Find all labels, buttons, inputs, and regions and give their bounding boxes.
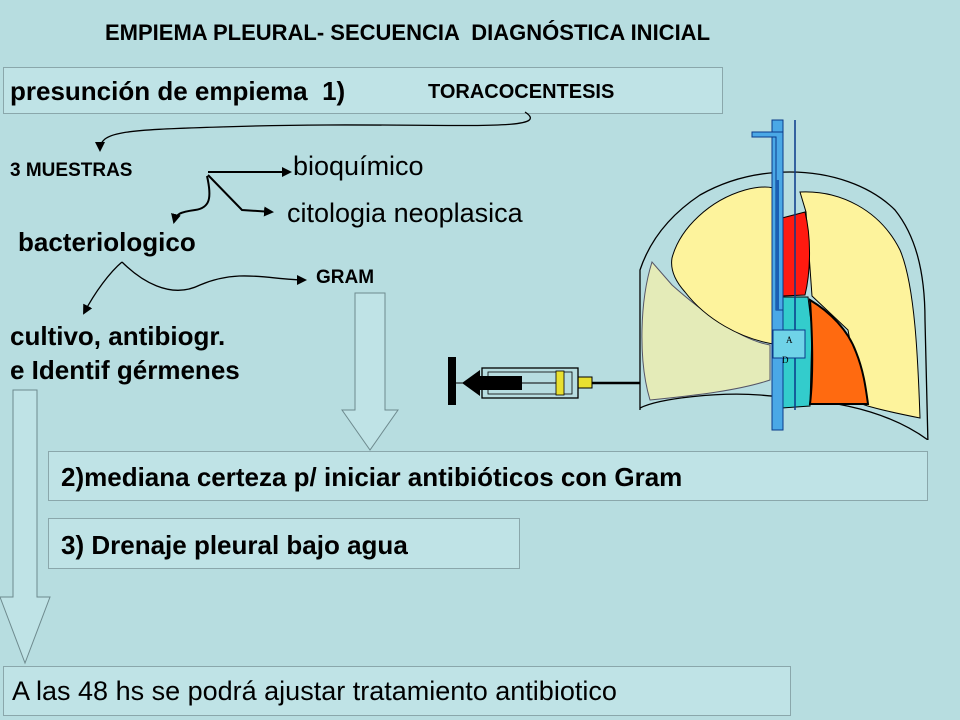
heart-orange [808,298,870,405]
step2-label: 2)mediana certeza p/ iniciar antibiótico… [61,462,683,492]
arrow-to-bacteriologico [171,175,211,224]
cultivo-line2: e Identif gérmenes [10,355,240,385]
right-lung [799,191,921,419]
ad-label-box [772,329,806,359]
syringe-direction-arrow [462,370,522,396]
ad-label-line1: A [786,335,793,345]
syringe-plunger-handle [448,357,456,405]
step1-label: TORACOCENTESIS [428,81,615,103]
final-box: A las 48 hs se podrá ajustar tratamiento… [3,666,791,716]
block-arrow-gram [341,292,399,451]
samples-label: 3 MUESTRAS [10,160,133,181]
arrow-to-gram [121,261,307,291]
cultivo-line1: cultivo, antibiogr. [10,321,226,351]
chest-tube-inner [776,180,779,310]
syringe-plunger-seal [555,370,565,396]
final-label: A las 48 hs se podrá ajustar tratamiento… [12,676,617,706]
step1-box: presunción de empiema 1) TORACOCENTESIS [3,67,723,114]
arrow-to-citologia [207,174,274,217]
step3-label: 3) Drenaje pleural bajo agua [61,530,408,560]
citologia-label: citologia neoplasica [287,198,523,228]
arrow-to-samples [95,111,532,152]
thorax-base [639,393,929,440]
thorax-illustration: A D [448,119,929,440]
bioquimico-label: bioquímico [293,151,424,181]
heart-red [781,211,810,297]
step2-box: 2)mediana certeza p/ iniciar antibiótico… [48,451,928,501]
syringe-tip [577,376,593,389]
ad-label-line2: D [782,355,789,365]
bacteriologico-label: bacteriologico [18,227,196,257]
gram-label: GRAM [316,267,375,288]
step3-box: 3) Drenaje pleural bajo agua [48,518,520,569]
page-title: EMPIEMA PLEURAL- SECUENCIA DIAGNÓSTICA I… [105,20,711,45]
arrow-to-cultivo [83,261,123,315]
thorax-outline [639,171,929,440]
block-arrow-left [0,389,51,665]
step1-lead: presunción de empiema 1) [10,76,346,106]
